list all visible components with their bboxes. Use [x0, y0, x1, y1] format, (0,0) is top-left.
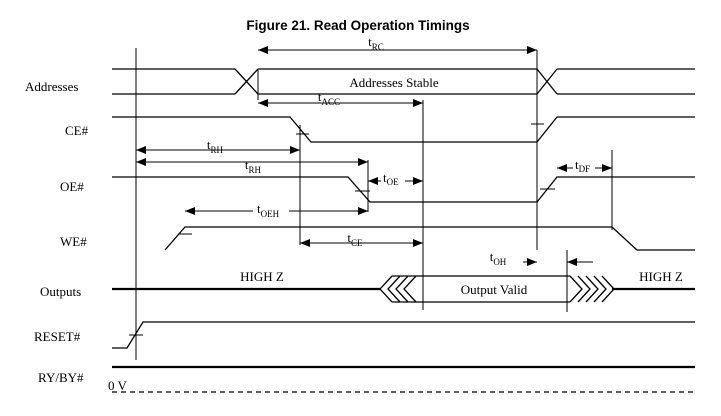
figure-title: Figure 21. Read Operation Timings	[246, 18, 469, 33]
tdf-label: tDF	[575, 157, 590, 174]
reset-waveform	[112, 321, 695, 349]
toh-arrow	[523, 258, 593, 266]
ce-waveform	[112, 116, 695, 143]
toe-label: tOE	[383, 170, 399, 187]
tce-arrow	[300, 239, 423, 247]
signal-label-we: WE#	[60, 234, 87, 249]
toe-label-bg	[381, 170, 405, 185]
oe-waveform	[112, 176, 695, 203]
high-z-left-label: HIGH Z	[240, 269, 284, 284]
outputs-waveform	[112, 275, 695, 303]
we-waveform	[164, 226, 695, 251]
tacc-label: tACC	[318, 89, 340, 107]
trc-arrow	[258, 46, 537, 54]
addresses-stable-label: Addresses Stable	[349, 75, 438, 90]
toeh-label: tOEH	[257, 201, 280, 219]
high-z-right-label: HIGH Z	[639, 269, 683, 284]
signal-label-oe: OE#	[60, 179, 84, 194]
trc-label: tRC	[368, 34, 384, 52]
toh-label: tOH	[490, 249, 507, 267]
signal-label-outputs: Outputs	[40, 284, 81, 299]
trh-bottom-label: tRH	[245, 157, 262, 175]
tacc-arrow	[258, 99, 423, 107]
trh-top-label: tRH	[207, 137, 224, 155]
addresses-waveform	[112, 68, 695, 95]
zero-volt-label: 0 V	[108, 378, 128, 393]
signal-label-ce: CE#	[65, 123, 89, 138]
signal-label-reset: RESET#	[34, 329, 81, 344]
tce-label: tCE	[347, 230, 363, 248]
signal-label-rybyn: RY/BY#	[38, 370, 84, 385]
signal-label-addresses: Addresses	[25, 79, 78, 94]
trh-top-arrow	[136, 146, 300, 154]
output-valid-label: Output Valid	[461, 282, 528, 297]
toeh-label-bg	[253, 200, 289, 218]
trh-bottom-arrow	[136, 158, 368, 166]
tdf-label-bg	[573, 158, 595, 173]
